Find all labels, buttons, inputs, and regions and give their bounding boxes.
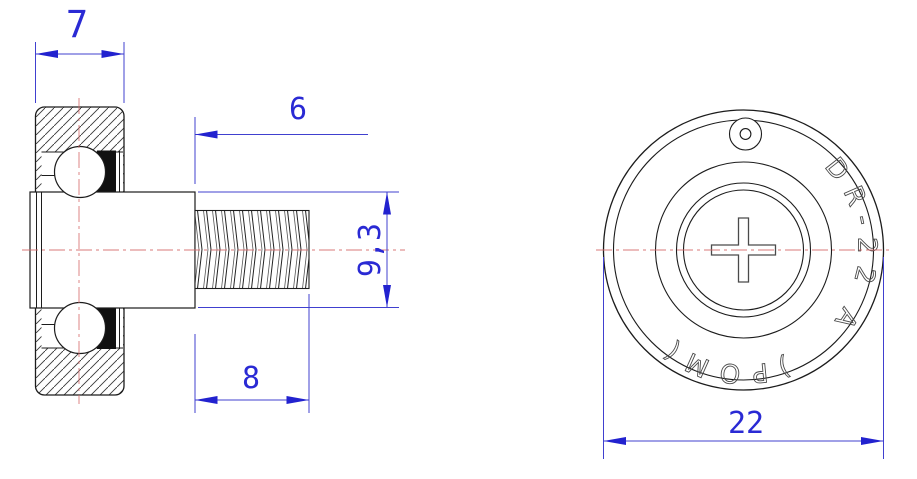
dimension-boss-length: 6 (194, 92, 368, 184)
arrow-right-icon (861, 437, 884, 445)
arrow-down-icon (383, 285, 391, 308)
ball-top (53, 145, 107, 199)
dimension-value: 9,3 (353, 223, 388, 277)
rivet-hole-inner (739, 128, 752, 140)
side-view (29, 106, 310, 396)
dimension-value: 8 (242, 361, 260, 396)
arrow-right-icon (286, 396, 309, 404)
dimension-value: 7 (66, 3, 88, 46)
dimension-shoulder-diameter: 9,3 (198, 191, 399, 308)
dimensions: 7 6 9,3 8 (35, 3, 884, 459)
dimension-bearing-width: 7 (35, 3, 125, 103)
arrow-left-icon (195, 130, 218, 139)
arrow-left-icon (603, 437, 626, 445)
arrow-right-icon (101, 50, 124, 58)
dimension-value: 6 (289, 92, 307, 127)
dimension-thread-length: 8 (194, 294, 310, 413)
centerlines (22, 98, 892, 404)
threaded-stud (194, 209, 310, 290)
arrow-left-icon (35, 50, 58, 58)
arrow-up-icon (383, 192, 391, 215)
washer-outer-circle (675, 182, 812, 318)
dimension-outer-diameter: 22 (603, 257, 884, 459)
ball-bottom (53, 301, 107, 355)
arrow-left-icon (195, 396, 218, 404)
dimension-value: 22 (728, 406, 764, 441)
